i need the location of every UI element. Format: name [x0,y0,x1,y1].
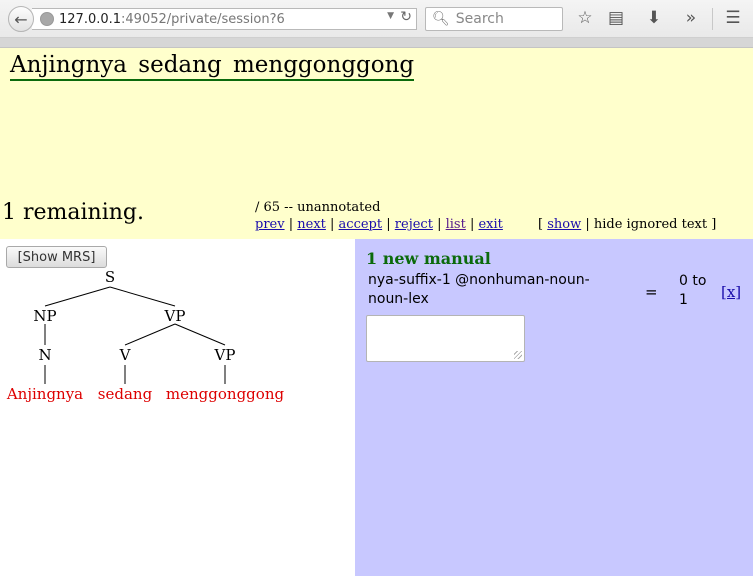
back-button[interactable]: ← [8,6,34,32]
show-ignored-link[interactable]: show [547,217,582,232]
bookmark-star-icon[interactable]: ☆ [577,8,593,28]
navigation-links: prev | next | accept | reject | list | e… [255,217,503,232]
tree-word: sedang [98,385,153,403]
url-bar[interactable]: 127.0.0.1:49052/private/session?6 ▼ ↻ [32,8,417,30]
dropdown-icon[interactable]: ▼ [387,11,394,21]
annotation-panel: 1 new manual nya-suffix-1 @nonhuman-noun… [355,239,753,576]
search-placeholder: Search [455,11,504,27]
show-mrs-button[interactable]: [Show MRS] [6,246,107,268]
rule-equals: = [645,283,658,301]
sentence-text: Anjingnya sedang menggonggong [10,52,415,81]
next-link[interactable]: next [297,217,326,232]
menu-icon[interactable]: ☰ [725,8,741,28]
back-icon: ← [14,9,28,29]
prev-link[interactable]: prev [255,217,285,232]
browser-toolbar: 127.0.0.1:49052/private/session?6 ▼ ↻ ← … [0,0,753,38]
new-manual-heading: 1 new manual [366,249,491,268]
tree-node-n: N [38,346,51,364]
parse-tree: S NP VP N V VP Anjingnya sedang menggong… [6,268,285,403]
globe-icon [40,12,54,26]
tree-word: Anjingnya [6,385,83,403]
rule-range: 0 to 1 [679,273,707,308]
reading-list-icon[interactable]: ▤ [607,8,625,28]
exit-link[interactable]: exit [478,217,503,232]
search-input[interactable]: 🔍︎ Search [425,7,563,31]
resize-grip-icon[interactable] [514,351,522,359]
tree-node-np: NP [33,307,56,325]
toolbar-divider [712,8,713,30]
nav-separator: | [386,217,391,232]
download-icon[interactable]: ⬇ [646,8,662,28]
tree-node-v: V [119,346,132,364]
hide-ignored-text: | hide ignored text ] [585,217,717,232]
remove-rule-link[interactable]: [x] [721,283,742,301]
tree-panel: S NP VP N V VP Anjingnya sedang menggong… [0,239,355,576]
sentence-header: Anjingnya sedang menggonggong 1 remainin… [0,48,753,239]
status-text: / 65 -- unannotated [255,200,381,215]
overflow-icon[interactable]: » [685,8,697,28]
nav-separator: | [437,217,442,232]
tree-edges [44,286,226,384]
comment-textarea[interactable] [366,315,525,362]
tree-word: menggonggong [166,385,285,403]
bracket-open: [ [538,217,544,232]
remaining-count: 1 remaining. [2,200,144,225]
list-link[interactable]: list [445,217,466,232]
reject-link[interactable]: reject [394,217,433,232]
rule-name: nya-suffix-1 @nonhuman-noun-noun-lex [368,272,590,307]
tree-node-vp: VP [164,307,186,325]
toolbar-bottom-strip [0,38,753,48]
url-host: 127.0.0.1 [59,11,122,27]
nav-separator: | [330,217,335,232]
search-icon: 🔍︎ [432,11,450,27]
accept-link[interactable]: accept [338,217,383,232]
tree-node-vp-lower: VP [214,346,236,364]
nav-separator: | [469,217,475,232]
tree-node-s: S [105,268,115,286]
ignored-text-toggle: [ show | hide ignored text ] [538,217,716,232]
url-path: :49052/private/session?6 [121,11,285,27]
nav-separator: | [288,217,294,232]
reload-icon[interactable]: ↻ [400,9,412,25]
